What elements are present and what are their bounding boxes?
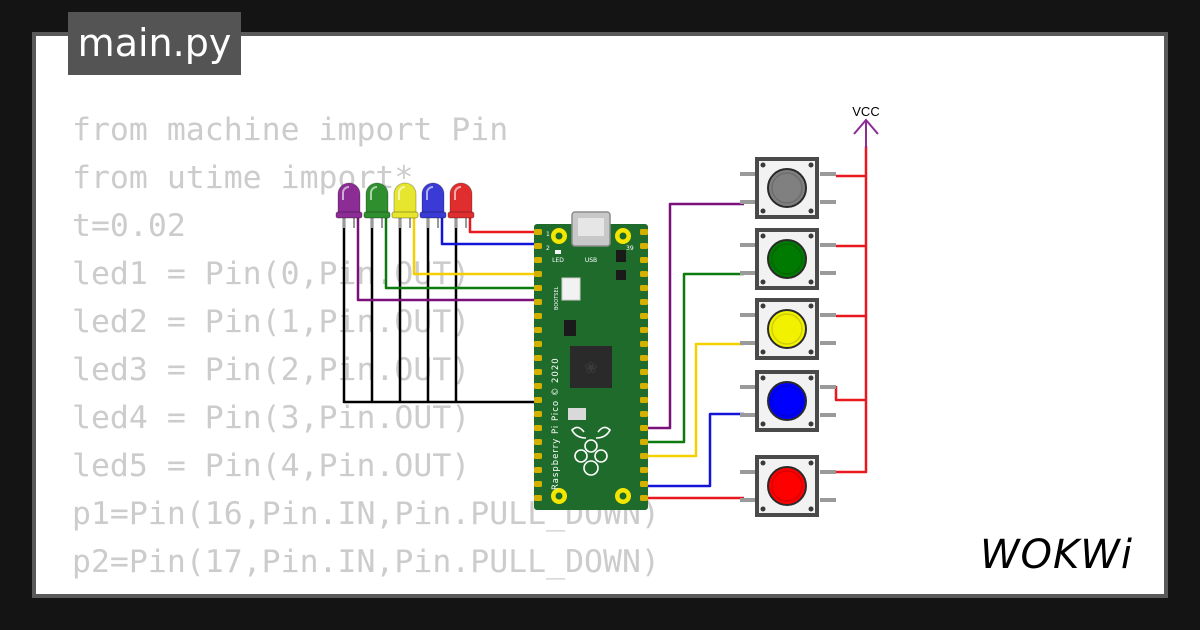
label-led: LED — [552, 257, 564, 264]
button-wire-purple — [636, 202, 744, 430]
board-name-label: Raspberry Pi Pico © 2020 — [551, 357, 561, 490]
wokwi-logo: WOKWi — [980, 532, 1133, 576]
raspberry-logo-icon — [571, 426, 611, 476]
led-green[interactable] — [363, 182, 391, 228]
pin-2-label: 2 — [546, 245, 550, 252]
led-wire-yellow — [412, 218, 546, 276]
bootsel-button[interactable] — [561, 277, 581, 301]
code-editor[interactable]: from machine import Pin from utime import… — [72, 106, 660, 594]
led-group — [335, 182, 475, 228]
vcc-wire — [834, 146, 868, 474]
pico-pins — [534, 229, 648, 501]
rp2040-logo-icon: ❀ — [584, 358, 597, 377]
label-bootsel: BOOTSEL — [554, 286, 560, 310]
gnd-wire — [342, 218, 536, 404]
pushbutton-gray[interactable] — [740, 157, 836, 219]
led-yellow[interactable] — [391, 182, 419, 228]
code-line: led4 = Pin(3,Pin.OUT) — [72, 400, 471, 436]
code-line: p3=Pin(18,Pin.IN,Pin.PULL_DOWN) — [72, 586, 660, 594]
code-line: from machine import Pin — [72, 112, 509, 148]
led-wire-green — [384, 218, 546, 290]
led-purple[interactable] — [335, 182, 363, 228]
status-led — [555, 250, 561, 254]
code-line: t=0.02 — [72, 208, 186, 244]
rp2040-chip — [570, 346, 612, 388]
flash-chip — [564, 320, 576, 336]
code-line: from utime import* — [72, 160, 414, 196]
led-red[interactable] — [447, 182, 475, 228]
pin-39-label: 39 — [626, 245, 634, 252]
vcc-arrow-icon — [853, 118, 879, 148]
pin-1-label: 1 — [546, 231, 550, 238]
button-wire-blue — [636, 412, 744, 488]
led-blue[interactable] — [419, 182, 447, 228]
code-line: led5 = Pin(4,Pin.OUT) — [72, 448, 471, 484]
button-wire-yellow — [636, 342, 744, 458]
pushbutton-blue[interactable] — [740, 370, 836, 432]
pushbutton-yellow[interactable] — [740, 298, 836, 360]
wokwi-logo-text: WOKWi — [980, 532, 1133, 576]
led-wire-blue — [440, 218, 546, 246]
file-tab-label: main.py — [77, 21, 232, 65]
code-line: p2=Pin(17,Pin.IN,Pin.PULL_DOWN) — [72, 544, 660, 580]
pushbutton-green[interactable] — [740, 228, 836, 290]
button-wire-green — [636, 272, 744, 444]
wires — [342, 146, 868, 500]
code-line: led2 = Pin(1,Pin.OUT) — [72, 304, 471, 340]
pushbutton-red[interactable] — [740, 455, 836, 517]
label-usb: USB — [585, 257, 597, 264]
crystal — [568, 408, 586, 420]
led-wire-red — [468, 218, 546, 234]
vcc-label: VCC — [852, 104, 879, 119]
button-group — [740, 157, 836, 517]
file-tab[interactable]: main.py — [68, 12, 241, 75]
pico-board[interactable]: 1 2 39 LED USB BOOTSEL ❀ Raspberry Pi Pi… — [534, 211, 648, 510]
led-wire-purple — [356, 218, 546, 302]
vcc-symbol: VCC — [852, 104, 880, 148]
code-line: led3 = Pin(2,Pin.OUT) — [72, 352, 471, 388]
